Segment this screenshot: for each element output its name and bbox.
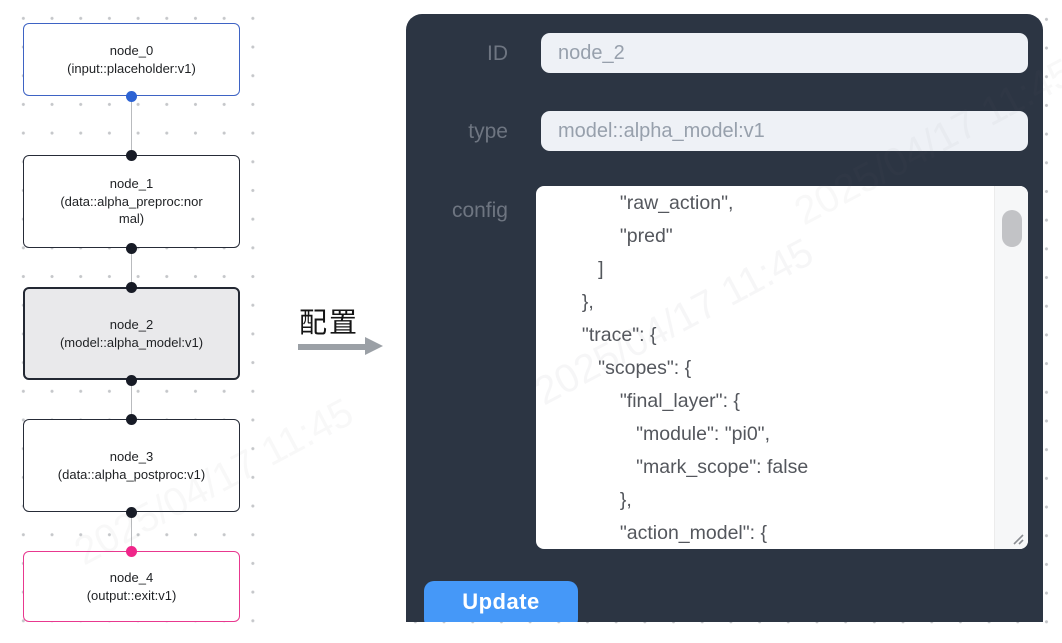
graph-node-node_4[interactable]: node_4(output::exit:v1) [23, 551, 240, 622]
port-node1-input[interactable] [126, 149, 137, 161]
node-type-label: (data::alpha_postproc:v1) [57, 466, 206, 482]
port-node2-output[interactable] [126, 374, 137, 386]
port-node1-output[interactable] [126, 242, 137, 254]
node-type-label: (data::alpha_preproc:normal) [60, 193, 203, 227]
node-title: node_1 [109, 176, 154, 192]
config-textarea[interactable]: "raw_action", "pred" ] }, "trace": { "sc… [536, 186, 1028, 549]
port-node0-output[interactable] [126, 90, 137, 102]
node-type-label: (model::alpha_model:v1) [59, 334, 204, 350]
port-node4-input[interactable] [126, 545, 137, 557]
node-type-label: (input::placeholder:v1) [67, 60, 196, 76]
node-title: node_3 [109, 449, 154, 464]
edge-node2-node3 [130, 380, 132, 419]
node-title: node_0 [109, 43, 154, 58]
port-node2-input[interactable] [126, 281, 137, 293]
scrollbar-track[interactable] [994, 186, 1028, 549]
graph-node-node_1[interactable]: node_1(data::alpha_preproc:normal) [23, 155, 240, 248]
id-field-label: ID [487, 42, 508, 65]
resize-grip-icon[interactable] [1010, 531, 1025, 546]
transition-label: 配置 [299, 307, 360, 338]
scrollbar-thumb[interactable] [1002, 210, 1022, 247]
graph-node-node_2-selected[interactable]: node_2(model::alpha_model:v1) [23, 287, 240, 380]
node-title: node_4 [109, 570, 154, 585]
config-json-text: "raw_action", "pred" ] }, "trace": { "sc… [581, 192, 809, 544]
edge-node0-node1 [130, 96, 132, 155]
port-node3-output[interactable] [126, 506, 137, 518]
node-config-panel: ID type config "raw_action", "pred" ] },… [406, 14, 1043, 622]
config-canvas: ID type config "raw_action", "pred" ] },… [393, 0, 1053, 625]
node-type-label: (output::exit:v1) [86, 587, 177, 603]
graph-node-node_0[interactable]: node_0(input::placeholder:v1) [23, 23, 240, 96]
type-input[interactable] [541, 111, 1028, 151]
type-field-label: type [468, 120, 508, 143]
edge-node3-node4 [130, 512, 132, 551]
node-title: node_2 [109, 317, 154, 332]
arrow-right-icon [298, 336, 384, 356]
graph-node-node_3[interactable]: node_3(data::alpha_postproc:v1) [23, 419, 240, 512]
port-node3-input[interactable] [126, 413, 137, 425]
id-input[interactable] [541, 33, 1028, 73]
graph-canvas: node_0(input::placeholder:v1) node_1(dat… [0, 0, 274, 643]
config-field-label: config [451, 199, 508, 222]
edge-node1-node2 [130, 248, 132, 287]
update-button[interactable]: Update [424, 581, 578, 622]
